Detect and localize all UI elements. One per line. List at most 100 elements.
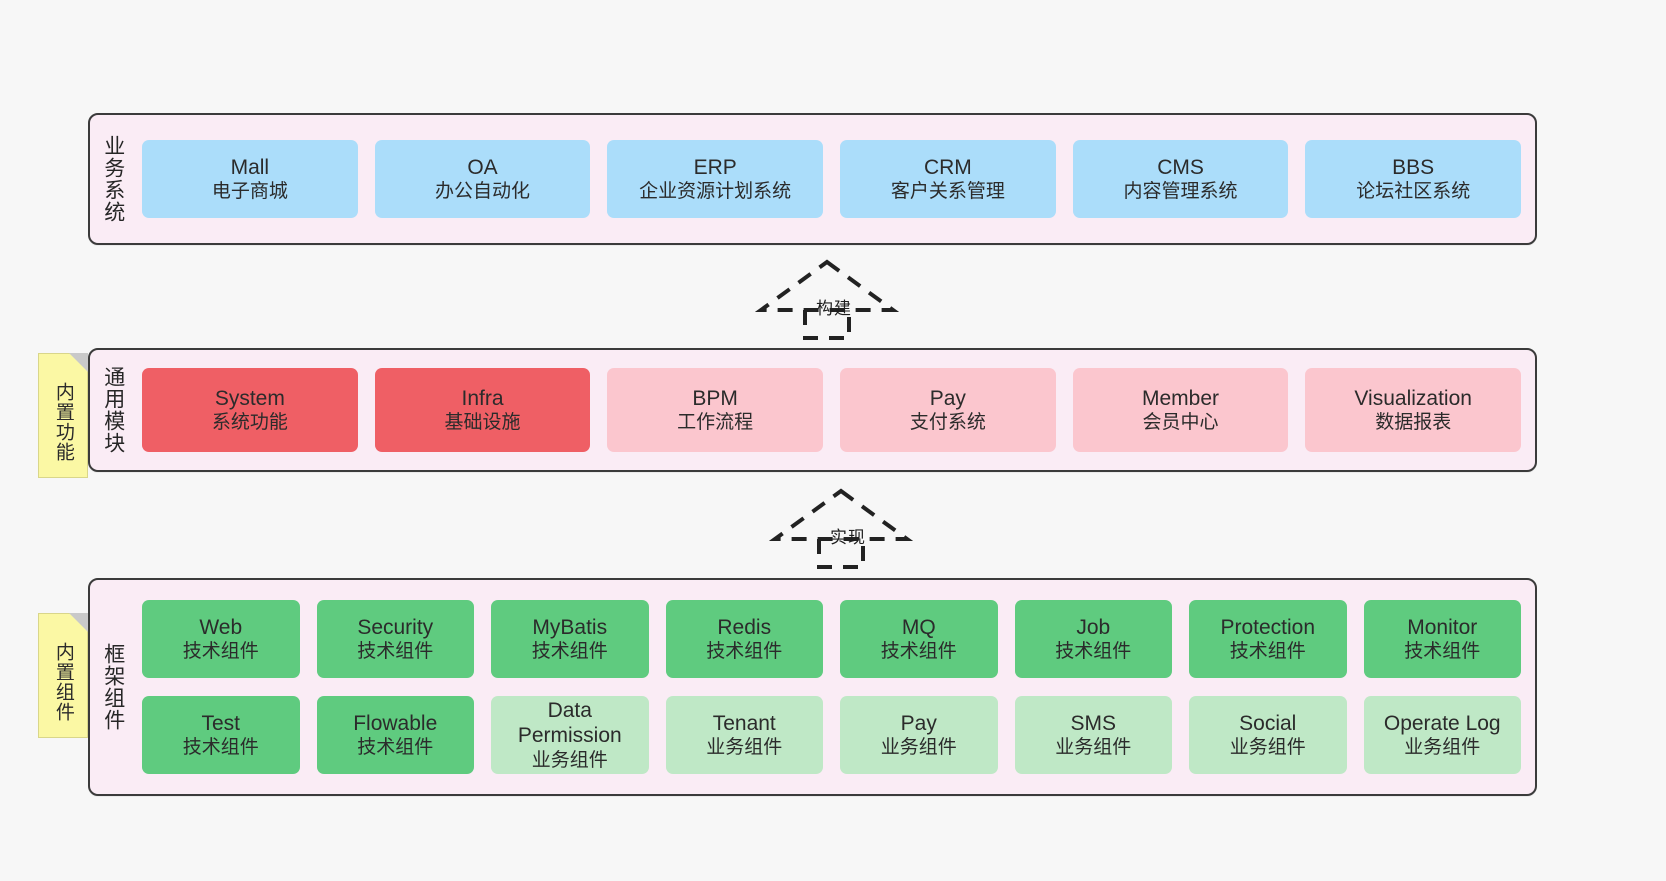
card-sms[interactable]: SMS 业务组件 <box>1014 696 1172 774</box>
card-title-cn: 办公自动化 <box>435 181 531 203</box>
card-title-cn: 系统功能 <box>211 412 288 434</box>
card-job[interactable]: Job 技术组件 <box>1014 600 1172 678</box>
card-title-cn: 数据报表 <box>1375 412 1452 434</box>
card-title-en: Redis <box>717 615 772 639</box>
card-title-en: BBS <box>1392 155 1435 179</box>
card-pay-module[interactable]: Pay 支付系统 <box>840 368 1056 452</box>
card-title-en: CMS <box>1157 155 1204 179</box>
card-title-cn: 业务组件 <box>706 737 783 759</box>
card-title-cn: 业务组件 <box>1055 737 1132 759</box>
card-mybatis[interactable]: MyBatis 技术组件 <box>491 600 649 678</box>
card-bpm[interactable]: BPM 工作流程 <box>607 368 824 452</box>
card-title-en: ERP <box>693 155 737 179</box>
sticky-note-builtin-component: 内置组件 <box>38 613 88 738</box>
card-title-cn: 业务组件 <box>880 737 957 759</box>
card-title-cn: 业务组件 <box>1229 737 1306 759</box>
card-title-en: Social <box>1239 711 1297 735</box>
card-title-en: Operate Log <box>1383 711 1501 735</box>
card-security[interactable]: Security 技术组件 <box>316 600 474 678</box>
card-social[interactable]: Social 业务组件 <box>1189 696 1347 774</box>
card-title-en: Web <box>199 615 243 639</box>
card-title-en: MyBatis <box>532 615 608 639</box>
card-title-cn: 技术组件 <box>1404 641 1481 663</box>
card-title-en: Member <box>1142 386 1220 410</box>
card-infra[interactable]: Infra 基础设施 <box>374 368 591 452</box>
card-mq[interactable]: MQ 技术组件 <box>840 600 998 678</box>
layer-framework-component: 框架组件 Web 技术组件 Security 技术组件 MyBatis 技术组件… <box>88 578 1537 796</box>
layer-body-business-system: Mall 电子商城 OA 办公自动化 ERP 企业资源计划系统 CRM 客户关系… <box>136 115 1535 243</box>
card-title-cn: 业务组件 <box>531 750 608 772</box>
card-visualization[interactable]: Visualization 数据报表 <box>1305 368 1522 452</box>
card-title-cn: 技术组件 <box>706 641 783 663</box>
card-data-permission[interactable]: Data Permission 业务组件 <box>491 696 649 774</box>
card-title-cn: 基础设施 <box>444 412 521 434</box>
generalization-arrow-icon <box>754 259 900 340</box>
business-card-row: Mall 电子商城 OA 办公自动化 ERP 企业资源计划系统 CRM 客户关系… <box>142 140 1522 218</box>
connector-implement: 实现 <box>768 487 914 569</box>
layer-business-system: 业务系统 Mall 电子商城 OA 办公自动化 ERP 企业资源计划系统 CRM… <box>88 113 1537 245</box>
card-member[interactable]: Member 会员中心 <box>1072 368 1289 452</box>
card-title-en: Mall <box>230 155 270 179</box>
card-protection[interactable]: Protection 技术组件 <box>1189 600 1347 678</box>
layer-common-module: 通用模块 System 系统功能 Infra 基础设施 BPM 工作流程 Pay… <box>88 348 1537 472</box>
module-card-row: System 系统功能 Infra 基础设施 BPM 工作流程 Pay 支付系统… <box>142 368 1522 452</box>
sticky-note-label: 内置功能 <box>52 381 74 462</box>
layer-title-business-system: 业务系统 <box>101 135 125 223</box>
card-title-en: Infra <box>461 386 504 410</box>
card-monitor[interactable]: Monitor 技术组件 <box>1363 600 1521 678</box>
card-flowable[interactable]: Flowable 技术组件 <box>316 696 474 774</box>
card-operate-log[interactable]: Operate Log 业务组件 <box>1363 696 1521 774</box>
card-title-cn: 技术组件 <box>1055 641 1132 663</box>
card-title-cn: 工作流程 <box>677 412 754 434</box>
sticky-note-builtin-function: 内置功能 <box>38 353 88 478</box>
card-title-cn: 内容管理系统 <box>1123 181 1238 203</box>
card-erp[interactable]: ERP 企业资源计划系统 <box>607 140 824 218</box>
card-title-cn: 业务组件 <box>1404 737 1481 759</box>
generalization-arrow-icon <box>768 488 914 569</box>
layer-title-common-module: 通用模块 <box>101 366 125 454</box>
card-test[interactable]: Test 技术组件 <box>142 696 300 774</box>
card-web[interactable]: Web 技术组件 <box>142 600 300 678</box>
card-title-en: Tenant <box>712 711 776 735</box>
card-title-cn: 技术组件 <box>531 641 608 663</box>
card-title-cn: 电子商城 <box>211 181 288 203</box>
card-title-cn: 技术组件 <box>182 737 259 759</box>
card-title-en: Visualization <box>1354 386 1472 410</box>
card-title-cn: 技术组件 <box>357 737 434 759</box>
card-title-en: Pay <box>900 711 937 735</box>
card-title-en: Data Permission <box>517 698 622 748</box>
connector-implement-label: 实现 <box>830 528 866 547</box>
card-redis[interactable]: Redis 技术组件 <box>665 600 823 678</box>
card-title-cn: 论坛社区系统 <box>1356 181 1471 203</box>
card-title-en: System <box>214 386 285 410</box>
card-title-en: OA <box>467 155 498 179</box>
card-mall[interactable]: Mall 电子商城 <box>142 140 358 218</box>
card-title-en: MQ <box>901 615 936 639</box>
card-crm[interactable]: CRM 客户关系管理 <box>840 140 1056 218</box>
card-title-en: Security <box>357 615 434 639</box>
card-tenant[interactable]: Tenant 业务组件 <box>665 696 823 774</box>
card-system[interactable]: System 系统功能 <box>142 368 358 452</box>
sticky-note-label: 内置组件 <box>52 641 74 722</box>
card-bbs[interactable]: BBS 论坛社区系统 <box>1305 140 1522 218</box>
card-title-cn: 技术组件 <box>357 641 434 663</box>
card-title-cn: 客户关系管理 <box>890 181 1005 203</box>
card-title-cn: 会员中心 <box>1142 412 1219 434</box>
card-title-en: Job <box>1076 615 1111 639</box>
framework-card-row-technical: Web 技术组件 Security 技术组件 MyBatis 技术组件 Redi… <box>142 600 1521 678</box>
card-title-cn: 支付系统 <box>909 412 986 434</box>
card-cms[interactable]: CMS 内容管理系统 <box>1072 140 1289 218</box>
card-title-en: Monitor <box>1407 615 1478 639</box>
layer-body-common-module: System 系统功能 Infra 基础设施 BPM 工作流程 Pay 支付系统… <box>136 350 1535 470</box>
layer-title-framework-component: 框架组件 <box>101 643 125 731</box>
connector-build: 构建 <box>754 258 900 340</box>
framework-card-row-business: Test 技术组件 Flowable 技术组件 Data Permission … <box>142 696 1521 774</box>
card-title-en: SMS <box>1070 711 1116 735</box>
card-oa[interactable]: OA 办公自动化 <box>374 140 591 218</box>
card-title-cn: 技术组件 <box>880 641 957 663</box>
layer-body-framework-component: Web 技术组件 Security 技术组件 MyBatis 技术组件 Redi… <box>136 580 1535 794</box>
card-title-en: CRM <box>923 155 972 179</box>
connector-build-label: 构建 <box>816 299 852 318</box>
card-pay-component[interactable]: Pay 业务组件 <box>840 696 998 774</box>
